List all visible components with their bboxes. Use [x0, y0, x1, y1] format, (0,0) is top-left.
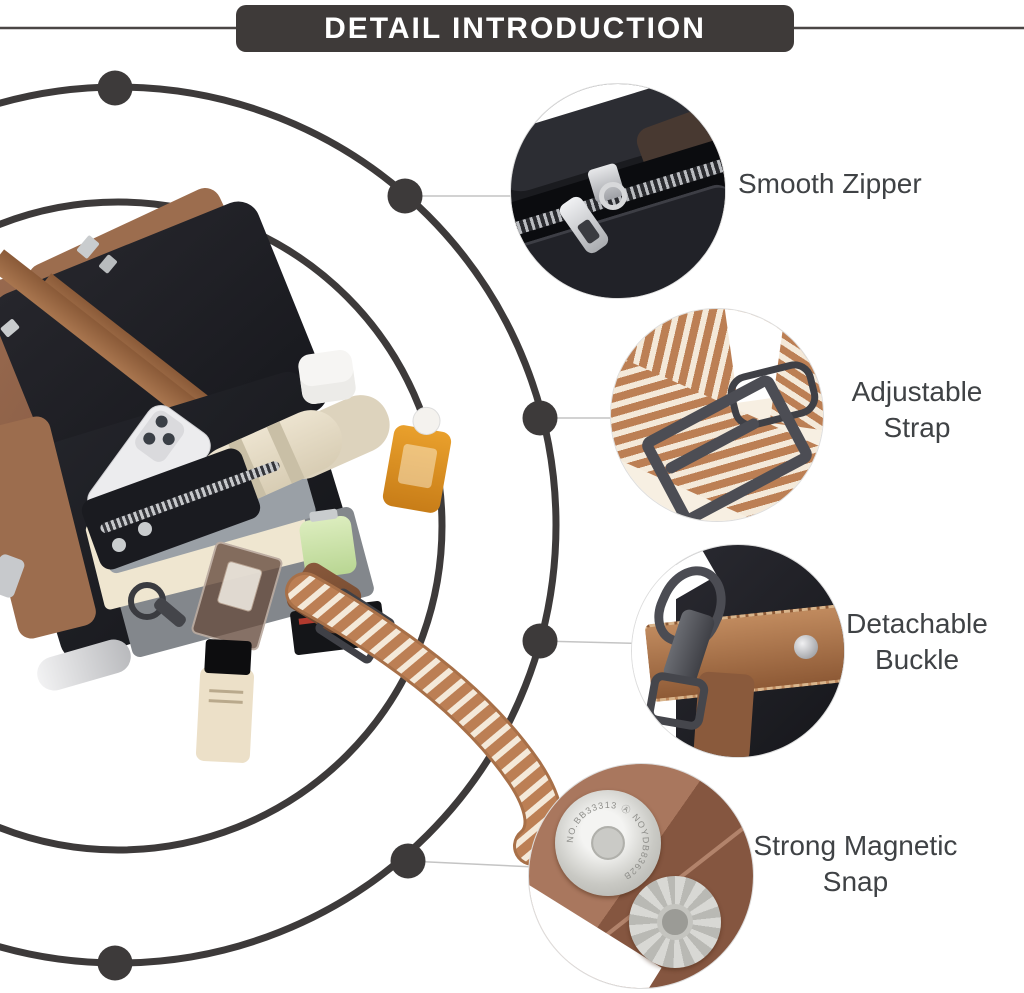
umbrella-band: [266, 421, 305, 484]
rivet: [794, 635, 818, 659]
label-line: Strong Magnetic: [753, 830, 958, 861]
callout-photo-strap: [610, 308, 824, 522]
perfume-bottle-amber: [381, 404, 453, 515]
perfume-cap: [410, 404, 443, 438]
zipper-pull: [112, 538, 126, 552]
arc-dot-strap: [522, 400, 558, 436]
zipper-pull-ring: [599, 182, 627, 210]
callout-label-detachable-buckle: Detachable Buckle: [822, 606, 1012, 678]
label-line: Strap: [883, 412, 951, 443]
label-line: Buckle: [874, 644, 960, 675]
perfume-label: [397, 443, 438, 489]
arc-dot-zipper: [387, 178, 423, 214]
foundation-cap: [204, 638, 252, 676]
callout-photo-zipper: [510, 83, 726, 299]
snap-engraving-ring: NO.BB33313 Ⓐ NOYDB8362B: [565, 800, 650, 882]
arc-dot-top: [97, 70, 133, 106]
swivel-clasp-ring: [643, 670, 711, 732]
arc-dot-bottom: [97, 945, 133, 981]
inner-guide-circle: [0, 198, 446, 854]
label-line: Adjustable: [851, 376, 983, 407]
palette-emblem: [216, 560, 264, 613]
label-line: Snap: [822, 866, 889, 897]
callout-label-strong-magnetic-snap: Strong Magnetic Snap: [733, 828, 978, 900]
callout-label-adjustable-strap: Adjustable Strap: [827, 374, 1007, 446]
magnetic-snap-disc: NO.BB33313 Ⓐ NOYDB8362B: [555, 790, 661, 896]
zipper-pull: [138, 522, 152, 536]
foundation-label-line: [208, 699, 243, 704]
callout-label-smooth-zipper: Smooth Zipper: [738, 166, 948, 202]
callout-photo-buckle: [631, 544, 845, 758]
magnetic-snap-washer: [629, 876, 721, 968]
earbuds-case: [296, 348, 358, 406]
header-banner: DETAIL INTRODUCTION: [236, 5, 794, 52]
callout-photo-snap: NO.BB33313 Ⓐ NOYDB8362B: [528, 763, 754, 989]
label-line: Detachable: [846, 608, 988, 639]
foundation-label-line: [209, 689, 244, 694]
page-title: DETAIL INTRODUCTION: [324, 11, 706, 45]
foundation-bottle: [195, 638, 255, 764]
label-line: Smooth Zipper: [738, 168, 922, 199]
